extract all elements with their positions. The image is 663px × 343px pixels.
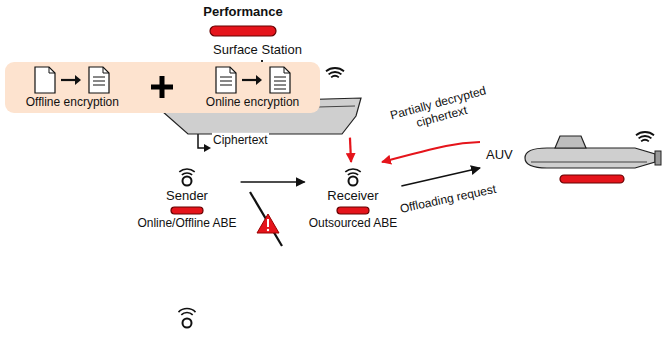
connector-arrow <box>382 142 480 162</box>
signal-arc <box>348 173 358 175</box>
document-icon <box>270 67 290 93</box>
signal-arc <box>636 132 654 135</box>
document-line <box>220 85 232 86</box>
auv-node: AUV <box>480 126 663 184</box>
warning-mark <box>267 219 269 227</box>
plus-symbol <box>148 73 176 101</box>
step-label: Online encryption <box>206 95 299 109</box>
auv-tower <box>555 136 586 148</box>
document-fold <box>49 67 55 73</box>
performance-bar <box>336 206 370 215</box>
document-fold <box>230 67 236 73</box>
station-dot <box>182 177 191 186</box>
performance-bar <box>170 206 204 215</box>
document-line <box>274 81 286 82</box>
node-name: AUV <box>486 147 513 163</box>
document-line <box>220 77 232 78</box>
auv-propeller <box>655 151 661 165</box>
edge-label: Offloading request <box>398 182 499 217</box>
auv-stripe <box>531 161 647 163</box>
signal-arc <box>638 136 651 138</box>
signal-arc <box>329 72 342 74</box>
encryption-panel: Offline encryption Online encryption <box>5 62 320 113</box>
process-arrow <box>242 79 257 81</box>
step-label: Offline encryption <box>26 95 119 109</box>
node-title: Surface Station <box>213 42 302 58</box>
signal-arc <box>345 169 360 172</box>
signal-arc <box>641 140 649 141</box>
bar-fill <box>337 207 369 214</box>
document-fold <box>103 67 109 73</box>
process-arrow-head <box>75 75 81 85</box>
connector-arrow <box>350 138 351 162</box>
document-line <box>220 81 232 82</box>
station-node: ReceiverOutsourced ABE <box>305 162 402 230</box>
node-name: Sender <box>166 188 208 204</box>
document-icon <box>35 67 55 93</box>
document-icon <box>89 67 109 93</box>
process-arrow <box>61 79 76 81</box>
bar-fill <box>171 207 203 214</box>
plus-stroke <box>151 76 173 98</box>
encryption-step: Offline encryption <box>26 65 119 109</box>
document-line <box>274 89 286 90</box>
document-line <box>274 77 286 78</box>
signal-arc <box>331 76 339 77</box>
auv-body <box>525 148 655 168</box>
performance-bar <box>210 26 276 36</box>
performance-bar <box>559 174 625 184</box>
bar-heading: Performance <box>202 4 283 20</box>
connector-arrow <box>241 181 305 183</box>
auv-figure <box>517 126 663 184</box>
document-fold <box>284 67 290 73</box>
eavesdropper-node <box>179 309 196 328</box>
warning-dot <box>267 229 269 231</box>
signal-arc <box>182 173 192 175</box>
station-icon <box>339 162 367 188</box>
auv-illustration <box>517 126 663 174</box>
station-icon <box>173 162 201 188</box>
scheme-label: Online/Offline ABE <box>137 216 236 230</box>
encryption-step: Online encryption <box>206 65 299 109</box>
document-icon <box>216 67 236 93</box>
flow-label: Partially decrypted ciphertext <box>376 80 503 140</box>
bar-fill <box>560 175 624 183</box>
document-line <box>93 81 105 82</box>
connector-arrow <box>401 168 480 186</box>
document-line <box>93 85 105 86</box>
document-icons <box>29 65 115 95</box>
blocked-link <box>250 192 282 246</box>
edge-label: Ciphertext <box>212 133 269 147</box>
station-node: SenderOnline/Offline ABE <box>133 162 240 230</box>
document-icons <box>210 65 296 95</box>
node-name: Receiver <box>327 188 378 204</box>
document-line <box>93 77 105 78</box>
process-arrow-head <box>256 75 262 85</box>
warning-symbol <box>257 214 279 233</box>
signal-arc <box>179 169 194 172</box>
pointer-head <box>204 144 211 152</box>
signal-arc <box>326 68 344 71</box>
scheme-label: Outsourced ABE <box>309 216 398 230</box>
station-dot <box>349 177 358 186</box>
document-line <box>274 85 286 86</box>
